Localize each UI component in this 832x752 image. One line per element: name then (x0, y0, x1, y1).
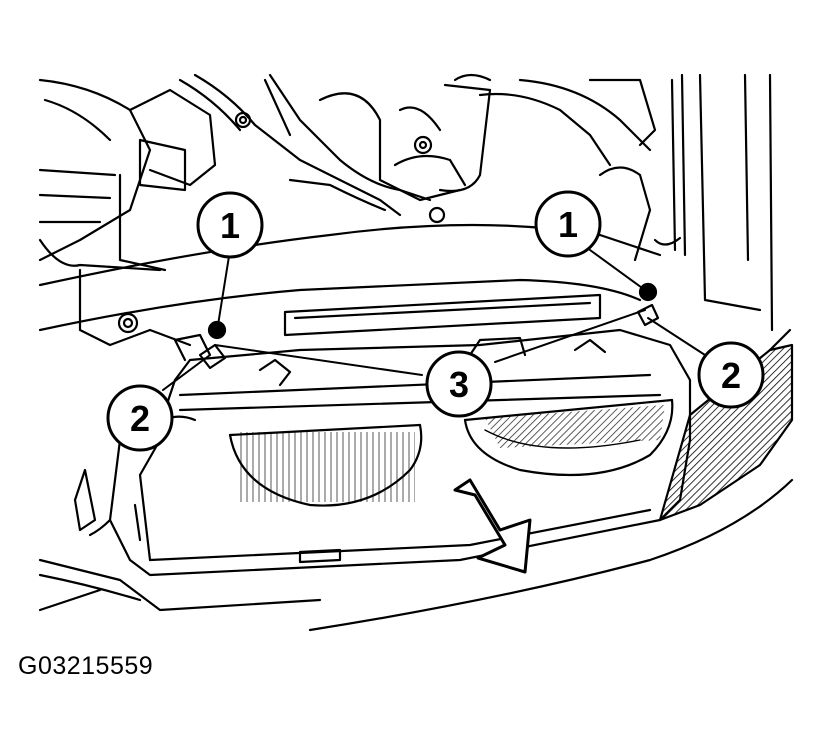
callout-2-left: 2 (106, 384, 174, 452)
callout-label: 1 (558, 204, 578, 245)
callout-label: 2 (721, 355, 741, 396)
radiator-support (38, 223, 662, 347)
engine-bolts (117, 111, 446, 334)
headlamp-bolts (207, 282, 658, 340)
right-headlamp-lens (463, 398, 674, 477)
figure-code: G03215559 (18, 652, 154, 680)
callout-1-right: 1 (534, 190, 602, 258)
callout-2-right: 2 (697, 341, 765, 409)
removal-direction-arrow (453, 478, 532, 574)
bumper-edge (38, 478, 794, 632)
callout-3: 3 (425, 350, 493, 418)
callout-label: 1 (220, 205, 240, 246)
callout-1-left: 1 (196, 191, 264, 259)
callout-label: 3 (449, 364, 469, 405)
left-headlamp-lens (228, 423, 423, 507)
callout-leader-lines (162, 249, 706, 391)
engine-bay-background (38, 73, 657, 272)
callout-label: 2 (130, 398, 150, 439)
headlamp-clips (198, 303, 660, 370)
fender-edge (653, 73, 774, 332)
